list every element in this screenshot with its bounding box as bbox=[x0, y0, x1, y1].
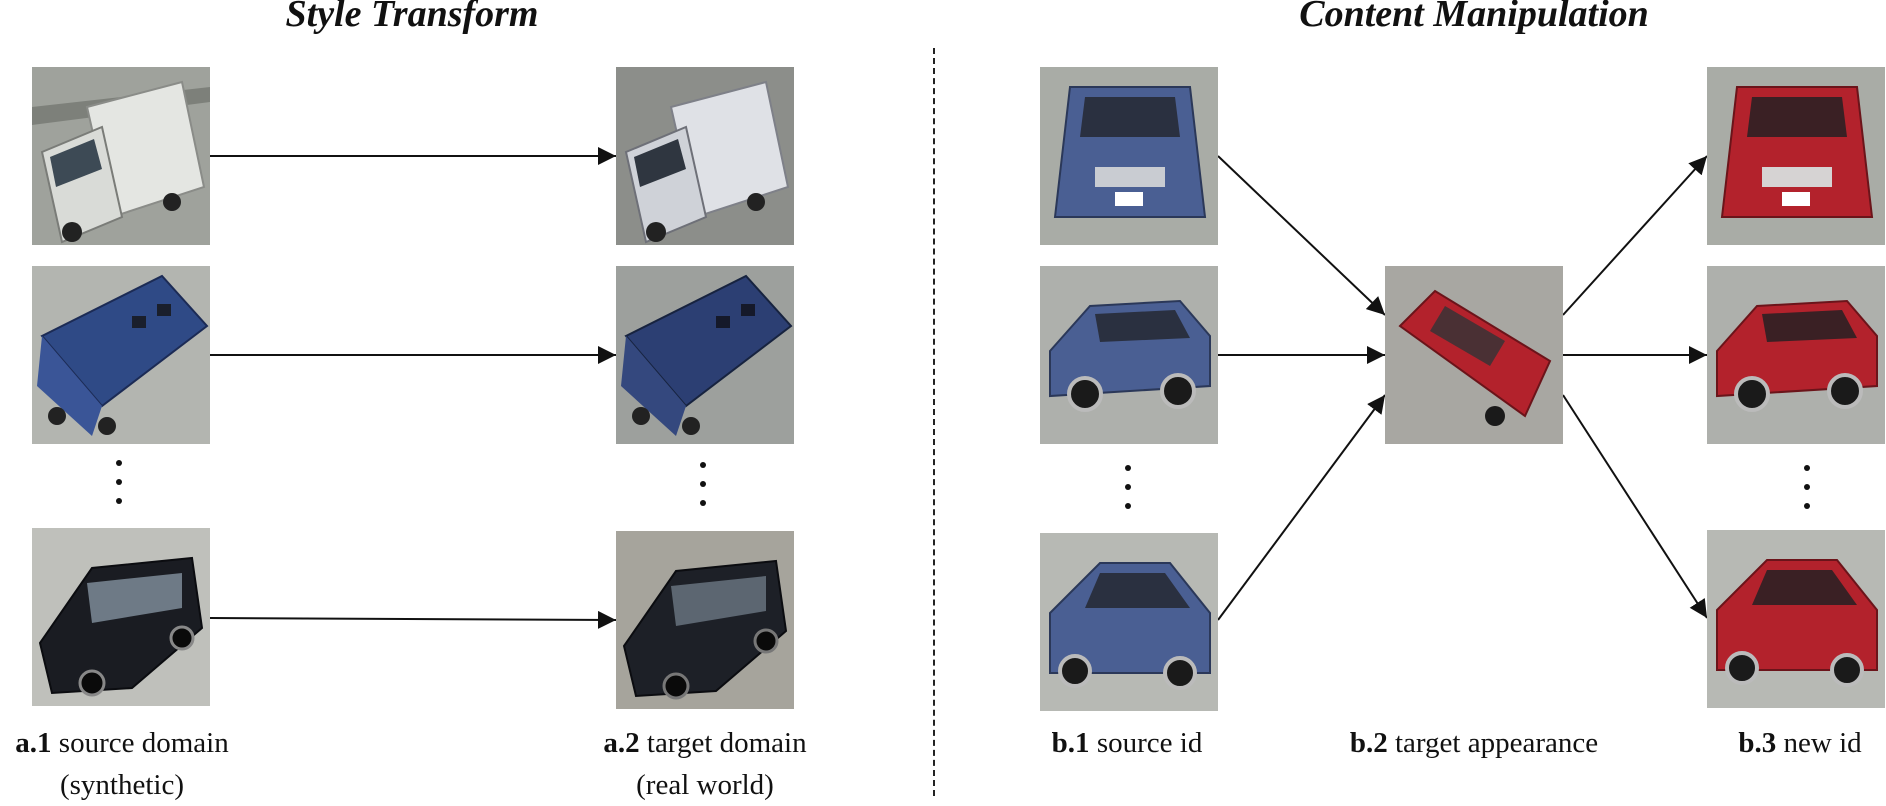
caption-b3: b.3 new id bbox=[1738, 727, 1862, 759]
caption-b2: b.2 target appearance bbox=[1349, 727, 1599, 759]
caption-a2: a.2 target domain (real world) bbox=[603, 727, 807, 801]
image-b1-sedan-side bbox=[1040, 266, 1218, 444]
ellipsis-b3 bbox=[1802, 465, 1812, 522]
caption-a1: a.1 source domain (synthetic) bbox=[15, 727, 229, 801]
image-a2-truck-real bbox=[616, 67, 794, 245]
image-a1-rv-synthetic bbox=[32, 266, 210, 444]
image-a2-rv-real bbox=[616, 266, 794, 444]
ellipsis-a1 bbox=[114, 460, 124, 517]
image-a1-hatchback-synthetic bbox=[32, 528, 210, 706]
ellipsis-a2 bbox=[698, 462, 708, 519]
image-a2-hatchback-real bbox=[616, 531, 794, 709]
image-b3-new-id-front bbox=[1707, 67, 1885, 245]
ellipsis-b1 bbox=[1123, 465, 1133, 522]
arrow-b1-row1 bbox=[1217, 155, 1386, 316]
image-b1-sedan-front bbox=[1040, 67, 1218, 245]
arrow-b3-row1 bbox=[1562, 155, 1708, 316]
arrow-b3-row3 bbox=[1562, 394, 1708, 619]
image-a1-truck-synthetic bbox=[32, 67, 210, 245]
arrow-a-row3 bbox=[209, 610, 617, 629]
image-b3-new-id-side bbox=[1707, 266, 1885, 444]
content-manipulation-title: Content Manipulation bbox=[1299, 0, 1649, 35]
section-divider bbox=[933, 48, 935, 796]
style-transform-title: Style Transform bbox=[285, 0, 539, 35]
arrow-b1-row3 bbox=[1217, 394, 1386, 621]
image-b3-new-id-rear bbox=[1707, 530, 1885, 708]
image-b1-sedan-rear bbox=[1040, 533, 1218, 711]
image-b2-target-red-car bbox=[1385, 266, 1563, 444]
caption-b1: b.1 source id bbox=[1051, 727, 1203, 759]
